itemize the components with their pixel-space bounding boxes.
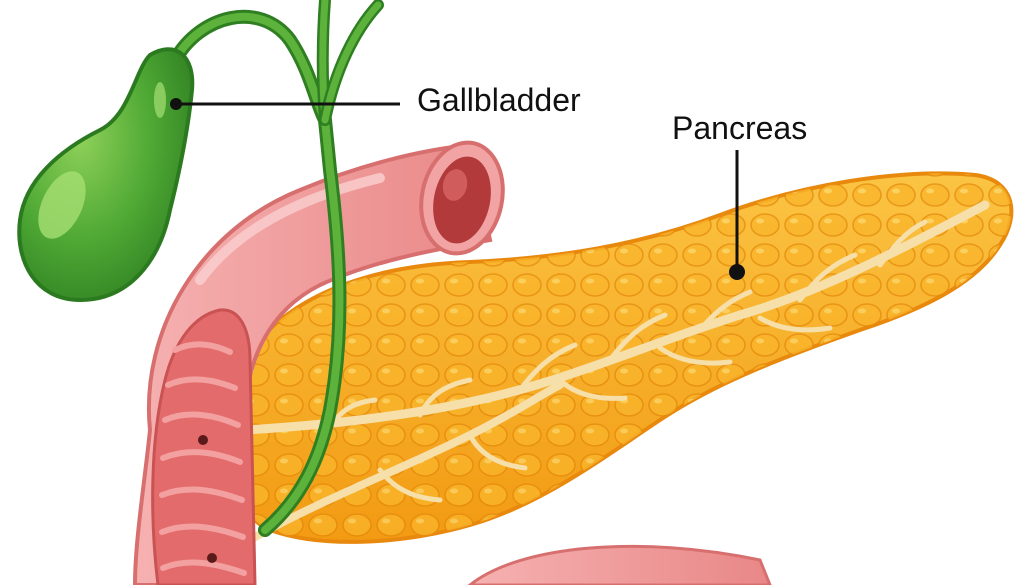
gallbladder-pointer-dot <box>170 98 182 110</box>
pancreatic-duct <box>240 200 990 544</box>
gallbladder <box>17 47 195 303</box>
pancreas-label: Pancreas <box>672 110 808 146</box>
intestine-loop-bottom <box>467 544 772 585</box>
leader-lines <box>170 98 745 280</box>
duodenum <box>132 140 505 585</box>
gallbladder-label: Gallbladder <box>417 82 581 118</box>
pancreas-pointer-dot <box>729 264 745 280</box>
